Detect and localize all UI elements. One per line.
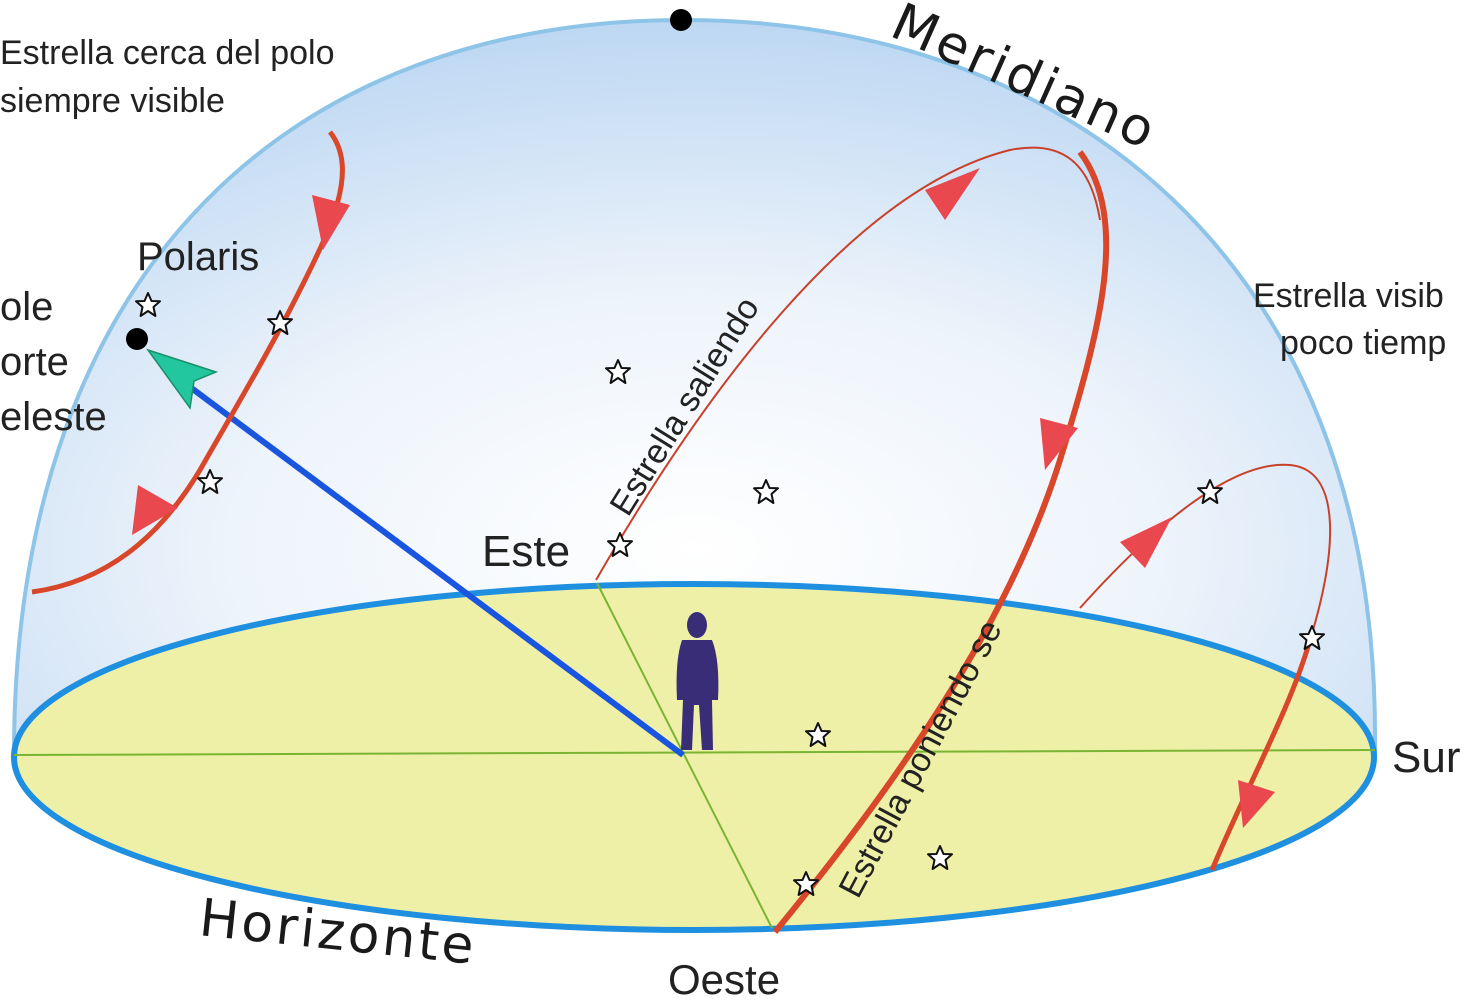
- person-silhouette-icon: [676, 612, 719, 750]
- star-short-visible-label-line1: Estrella visib: [1253, 277, 1444, 315]
- oeste-label: Oeste: [668, 956, 780, 1003]
- path-arrow-icon: [925, 168, 980, 220]
- polaris-label: Polaris: [137, 235, 259, 279]
- path-arrow-icon: [1238, 780, 1275, 828]
- star-near-pole-label-line1: Estrella cerca del polo: [0, 34, 335, 72]
- path-arrow-icon: [1120, 517, 1172, 568]
- path-arrow-icon: [132, 485, 178, 535]
- short-visible-star-path-lower: [1209, 639, 1313, 871]
- path-arrow-icon: [1040, 418, 1078, 470]
- axis-arrowhead-icon: [146, 348, 219, 410]
- path-arrow-icon: [312, 195, 350, 250]
- celestial-pole-label-line1: ole: [0, 285, 53, 329]
- este-label: Este: [482, 527, 570, 576]
- east-west-line: [596, 582, 773, 929]
- north-south-line: [13, 749, 1376, 756]
- celestial-axis-line: [176, 375, 685, 758]
- sur-label: Sur: [1392, 733, 1460, 782]
- rising-star-path: [595, 146, 1101, 581]
- star-short-visible-label-line2: poco tiemp: [1280, 324, 1446, 362]
- zenith-dot-icon: [670, 9, 692, 31]
- horizon-plane: [11, 581, 1377, 933]
- celestial-pole-dot-icon: [126, 328, 148, 350]
- setting-star-path: [772, 150, 1110, 934]
- star-near-pole-label-line2: siempre visible: [0, 82, 225, 120]
- celestial-pole-label-line2: orte: [0, 340, 69, 384]
- celestial-pole-label-line3: eleste: [0, 395, 107, 439]
